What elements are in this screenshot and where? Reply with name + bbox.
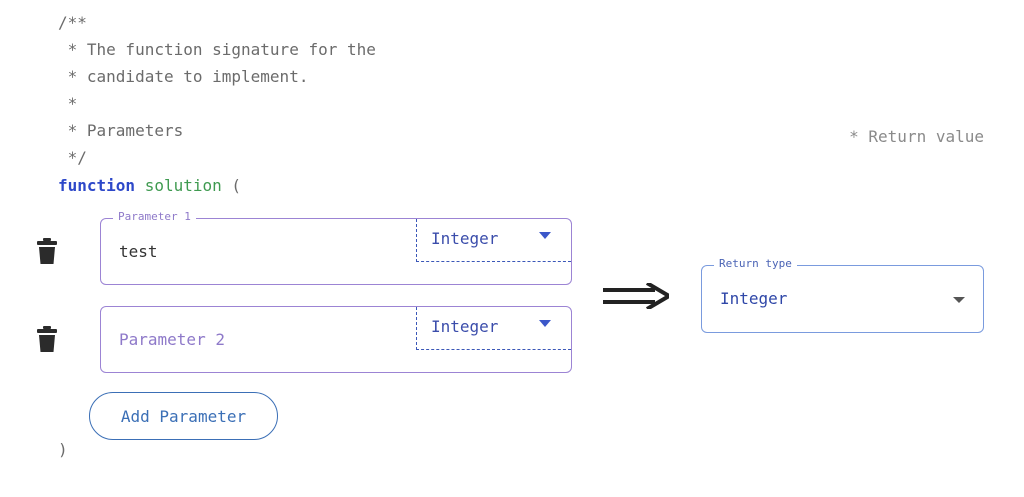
comment-line: * Parameters (58, 121, 184, 140)
parameter-name-input[interactable]: Parameter 2 (119, 330, 225, 349)
doc-comment: /** * The function signature for the * c… (58, 9, 376, 171)
comment-line: /** (58, 13, 87, 32)
parameter-type-value: Integer (431, 229, 499, 248)
return-type-select[interactable]: Return type Integer (701, 257, 984, 333)
return-type-value: Integer (720, 289, 788, 308)
chevron-down-icon[interactable] (539, 320, 551, 327)
comment-line: * The function signature for the (58, 40, 376, 59)
open-paren: ( (231, 176, 242, 195)
close-paren: ) (58, 440, 68, 459)
parameter-type-select[interactable]: Integer (416, 219, 571, 262)
chevron-down-icon[interactable] (953, 297, 965, 303)
add-parameter-button[interactable]: Add Parameter (89, 392, 278, 440)
function-signature: function solution ( (58, 174, 241, 198)
comment-line: * candidate to implement. (58, 67, 309, 86)
function-name: solution (144, 176, 222, 195)
parameter-field-2[interactable]: Parameter 2 Integer (100, 306, 572, 373)
function-keyword: function (58, 176, 136, 195)
return-value-comment: * Return value (849, 127, 984, 146)
parameter-legend: Parameter 1 (113, 210, 196, 223)
parameter-type-select[interactable]: Integer (416, 307, 571, 350)
parameter-type-value: Integer (431, 317, 499, 336)
chevron-down-icon[interactable] (539, 232, 551, 239)
double-arrow-right-icon (603, 283, 669, 309)
parameter-name-input[interactable]: test (119, 242, 158, 261)
return-type-legend: Return type (714, 257, 797, 270)
comment-line: * (58, 94, 78, 113)
trash-icon[interactable] (37, 326, 57, 352)
parameter-field-1[interactable]: Parameter 1 test Integer (100, 210, 572, 285)
comment-line: */ (58, 148, 87, 167)
trash-icon[interactable] (37, 238, 57, 264)
